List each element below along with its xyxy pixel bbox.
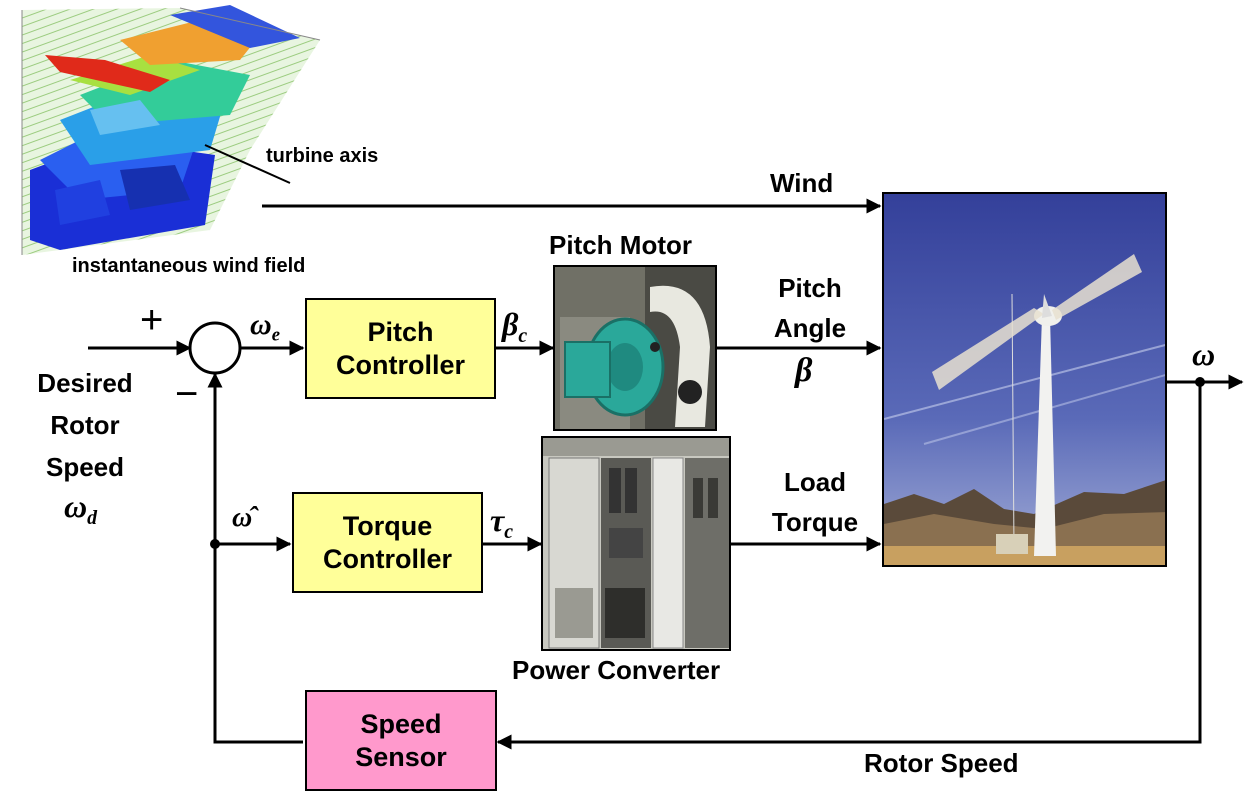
summing-junction xyxy=(188,321,242,375)
omega-d-symbol: ωd xyxy=(64,488,98,529)
desired-rotor-speed-label: Desired Rotor Speed xyxy=(37,368,133,482)
pitch-angle-label: Pitch Angle xyxy=(773,273,847,343)
wind-field-label: instantaneous wind field xyxy=(72,255,306,277)
beta-c-symbol: βc xyxy=(502,306,528,347)
omega-output-symbol: ω xyxy=(1192,336,1216,372)
omega-hat-symbol: ω̂ xyxy=(232,502,253,533)
pitch-motor-label: Pitch Motor xyxy=(549,230,692,260)
turbine-axis-label: turbine axis xyxy=(266,145,379,167)
load-torque-label: Load Torque xyxy=(771,467,859,537)
power-converter-label: Power Converter xyxy=(512,655,721,685)
pitch-motor-photo xyxy=(553,265,717,431)
wind-field-plot xyxy=(21,5,321,255)
rotor-speed-label: Rotor Speed xyxy=(864,748,1019,778)
plus-sign: + xyxy=(140,298,164,342)
beta-symbol: β xyxy=(795,352,813,389)
omega-e-symbol: ωe xyxy=(250,308,280,346)
wind-label: Wind xyxy=(770,168,834,198)
wind-turbine-photo xyxy=(882,192,1167,567)
tau-c-symbol: τc xyxy=(490,502,514,543)
minus-sign: − xyxy=(175,372,199,416)
power-converter-photo xyxy=(541,436,731,651)
